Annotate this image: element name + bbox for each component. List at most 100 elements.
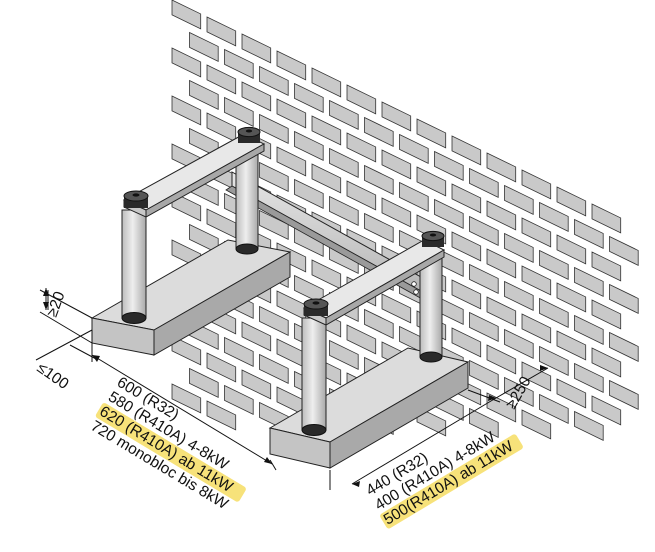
brick [591, 347, 622, 378]
brick [171, 95, 202, 126]
brick [556, 282, 587, 313]
brick [556, 234, 587, 265]
brick [346, 324, 377, 355]
brick [539, 201, 569, 232]
brick [224, 384, 254, 415]
brick [311, 67, 342, 98]
brick [276, 290, 307, 321]
brick [521, 409, 552, 440]
brick [521, 361, 552, 392]
brick [451, 135, 482, 166]
brick [206, 400, 237, 431]
brick [171, 335, 202, 366]
brick [504, 328, 534, 359]
brick [259, 65, 289, 96]
brick [206, 208, 237, 239]
brick [609, 235, 639, 266]
brick [609, 379, 639, 410]
brick [574, 266, 604, 297]
brick [224, 48, 254, 79]
brick [469, 359, 499, 390]
brick [206, 16, 237, 47]
brick [364, 116, 394, 147]
brick [294, 130, 324, 161]
brick [171, 47, 202, 78]
brick [609, 283, 639, 314]
brick [451, 327, 482, 358]
brick [539, 249, 569, 280]
brick [399, 181, 429, 212]
brick [469, 263, 499, 294]
brick [311, 115, 342, 146]
brick [486, 248, 517, 279]
front-stand-frame [301, 230, 446, 436]
brick [434, 150, 464, 181]
brick [241, 369, 272, 400]
brick [504, 232, 534, 263]
brick [364, 212, 394, 243]
brick [381, 293, 412, 324]
brick [574, 410, 604, 441]
brick [189, 79, 219, 110]
brick [346, 84, 377, 115]
brick [276, 338, 307, 369]
brick [591, 395, 622, 426]
brick [329, 99, 359, 130]
brick [241, 321, 272, 352]
brick [539, 393, 569, 424]
brick [381, 101, 412, 132]
brick [171, 0, 202, 30]
brick [469, 407, 499, 438]
brick [241, 81, 272, 112]
brick [206, 352, 237, 383]
brick [574, 218, 604, 249]
brick [539, 297, 569, 328]
rubber-foot [123, 190, 149, 208]
brick [416, 166, 447, 197]
brick [224, 336, 254, 367]
brick [416, 118, 447, 149]
brick [591, 203, 622, 234]
brick [329, 147, 359, 178]
brick [556, 378, 587, 409]
brick [311, 259, 342, 290]
brick [609, 331, 639, 362]
brick [276, 98, 307, 129]
brick [504, 376, 534, 407]
brick [504, 184, 534, 215]
dimension-side-clearance-label: ≤100 [34, 359, 72, 393]
brick [574, 314, 604, 345]
brick [469, 215, 499, 246]
brick [259, 161, 289, 192]
brick [486, 296, 517, 327]
brick [486, 152, 517, 183]
brick [276, 50, 307, 81]
brick [276, 146, 307, 177]
dimension-length-highlight [95, 403, 246, 502]
brick [556, 330, 587, 361]
brick [311, 163, 342, 194]
brick [329, 339, 359, 370]
brick [451, 183, 482, 214]
brick [574, 362, 604, 393]
brick [399, 133, 429, 164]
brick [381, 197, 412, 228]
brick [171, 383, 202, 414]
brick [259, 209, 289, 240]
brick [294, 178, 324, 209]
brick [469, 311, 499, 342]
brick [224, 96, 254, 127]
brick [504, 280, 534, 311]
brick [346, 132, 377, 163]
brick [189, 367, 219, 398]
rubber-foot [237, 126, 261, 143]
brick [434, 198, 464, 229]
brick [451, 279, 482, 310]
brick [591, 299, 622, 330]
brick [259, 305, 289, 336]
brick [294, 82, 324, 113]
brick [486, 200, 517, 231]
brick [469, 167, 499, 198]
